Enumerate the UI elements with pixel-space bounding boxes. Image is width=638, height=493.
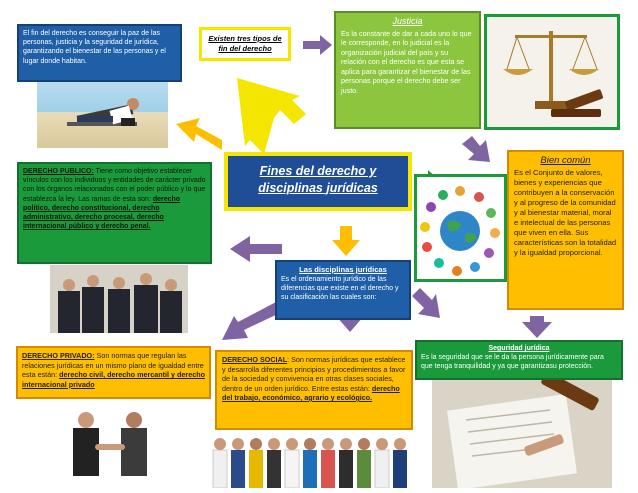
justicia-text: Es la constante de dar a cada uno lo que…	[341, 28, 472, 95]
social-text: : Son normas jurídicas que establece y d…	[222, 355, 406, 393]
disciplinas-text: Es el ordenamiento jurídico de las difer…	[281, 276, 399, 302]
workers-photo	[207, 432, 409, 488]
publico-text: Tiene como objetivo establecer vínculos …	[23, 168, 206, 203]
tipos-box: Existen tres tipos de fin del derecho	[199, 27, 291, 61]
center-title: Fines del derecho y disciplinas jurídica…	[258, 164, 378, 195]
scales-of-justice-photo	[484, 14, 620, 130]
bien-comun-box: Bien común Es el Conjunto de valores, bi…	[507, 150, 624, 310]
signing-document-photo	[432, 380, 612, 488]
bien-comun-text: Es el Conjunto de valores, bienes y expe…	[514, 167, 617, 257]
disciplinas-box: Las disciplinas jurídicas Es el ordenami…	[275, 260, 411, 320]
justicia-title: Justicia	[392, 16, 423, 26]
arrow-to-seguridad	[522, 316, 552, 338]
social-label: DERECHO SOCIAL	[222, 355, 288, 364]
derecho-social-box: DERECHO SOCIAL: Son normas jurídicas que…	[215, 350, 413, 430]
seguridad-text: Es la seguridad que se le da la persona …	[421, 354, 604, 371]
arrow-to-seguridad-right	[412, 288, 440, 318]
publico-branches: derecho político, derecho constitucional…	[23, 195, 181, 231]
privado-label: DERECHO PRIVADO:	[22, 351, 95, 360]
derecho-privado-box: DERECHO PRIVADO: Son normas que regulan …	[16, 346, 211, 399]
center-title-box: Fines del derecho y disciplinas jurídica…	[224, 152, 412, 211]
arrow-to-intro	[176, 118, 222, 150]
beach-relax-photo	[37, 82, 168, 148]
children-globe-photo	[414, 174, 507, 282]
privado-text: Son normas que regulan las relaciones ju…	[22, 351, 204, 379]
intro-box: El fin del derecho es conseguir la paz d…	[17, 24, 182, 82]
arrow-to-tipos	[237, 78, 306, 154]
tipos-text: Existen tres tipos de fin del derecho	[208, 34, 282, 53]
justicia-box: Justicia Es la constante de dar a cada u…	[334, 11, 481, 129]
publico-label: DERECHO PUBLICO:	[23, 168, 94, 175]
intro-text: El fin del derecho es conseguir la paz d…	[23, 30, 166, 65]
seguridad-title: Seguridad jurídica	[488, 345, 550, 352]
arrow-to-disciplinas	[332, 226, 360, 256]
privado-branches: derecho civil, derecho mercantil y derec…	[22, 370, 205, 389]
arrow-to-privado	[222, 302, 282, 340]
arrow-to-publico	[230, 236, 282, 262]
arrow-to-justicia	[303, 35, 332, 55]
seguridad-box: Seguridad jurídica Es la seguridad que s…	[415, 340, 623, 380]
politicians-photo	[50, 265, 188, 333]
handshake-photo	[55, 404, 165, 476]
social-branches: derecho del trabajo, económico, agrario …	[222, 383, 400, 403]
bien-comun-title: Bien común	[540, 155, 591, 166]
disciplinas-title: Las disciplinas jurídicas	[299, 265, 387, 274]
arrow-to-bien-comun	[462, 136, 490, 162]
derecho-publico-box: DERECHO PUBLICO: Tiene como objetivo est…	[17, 162, 212, 264]
